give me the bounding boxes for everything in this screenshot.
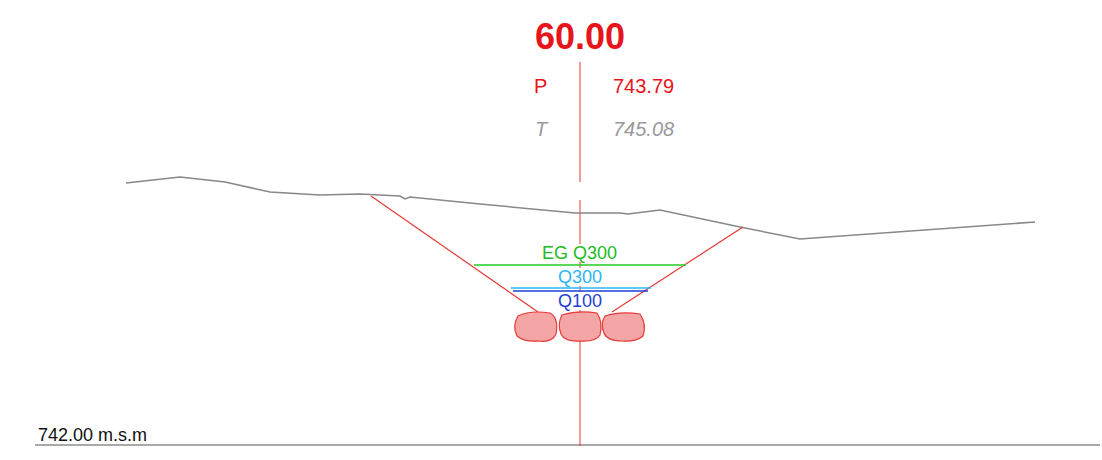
riprap-rock [515,312,557,341]
terrain-line [126,177,1035,239]
water-level-label: Q100 [556,292,604,310]
channel-slope [612,227,743,312]
profile-elevation: 743.79 [613,76,674,96]
datum-line [35,445,1100,446]
datum-label: 742.00 m.s.m [38,426,147,444]
riprap-rock [559,312,601,341]
energy-grade-label: EG Q300 [540,244,619,262]
water-level-q300 [511,287,651,289]
axis-line [580,62,581,182]
terrain-elevation: 745.08 [613,119,674,139]
profile-key: P [534,76,547,96]
water-level-label: Q300 [556,268,604,286]
station-number: 60.00 [535,19,625,55]
energy-grade-line [474,264,686,266]
terrain-key: T [535,119,547,139]
riprap-rock [602,313,644,341]
channel-slope [371,196,538,312]
